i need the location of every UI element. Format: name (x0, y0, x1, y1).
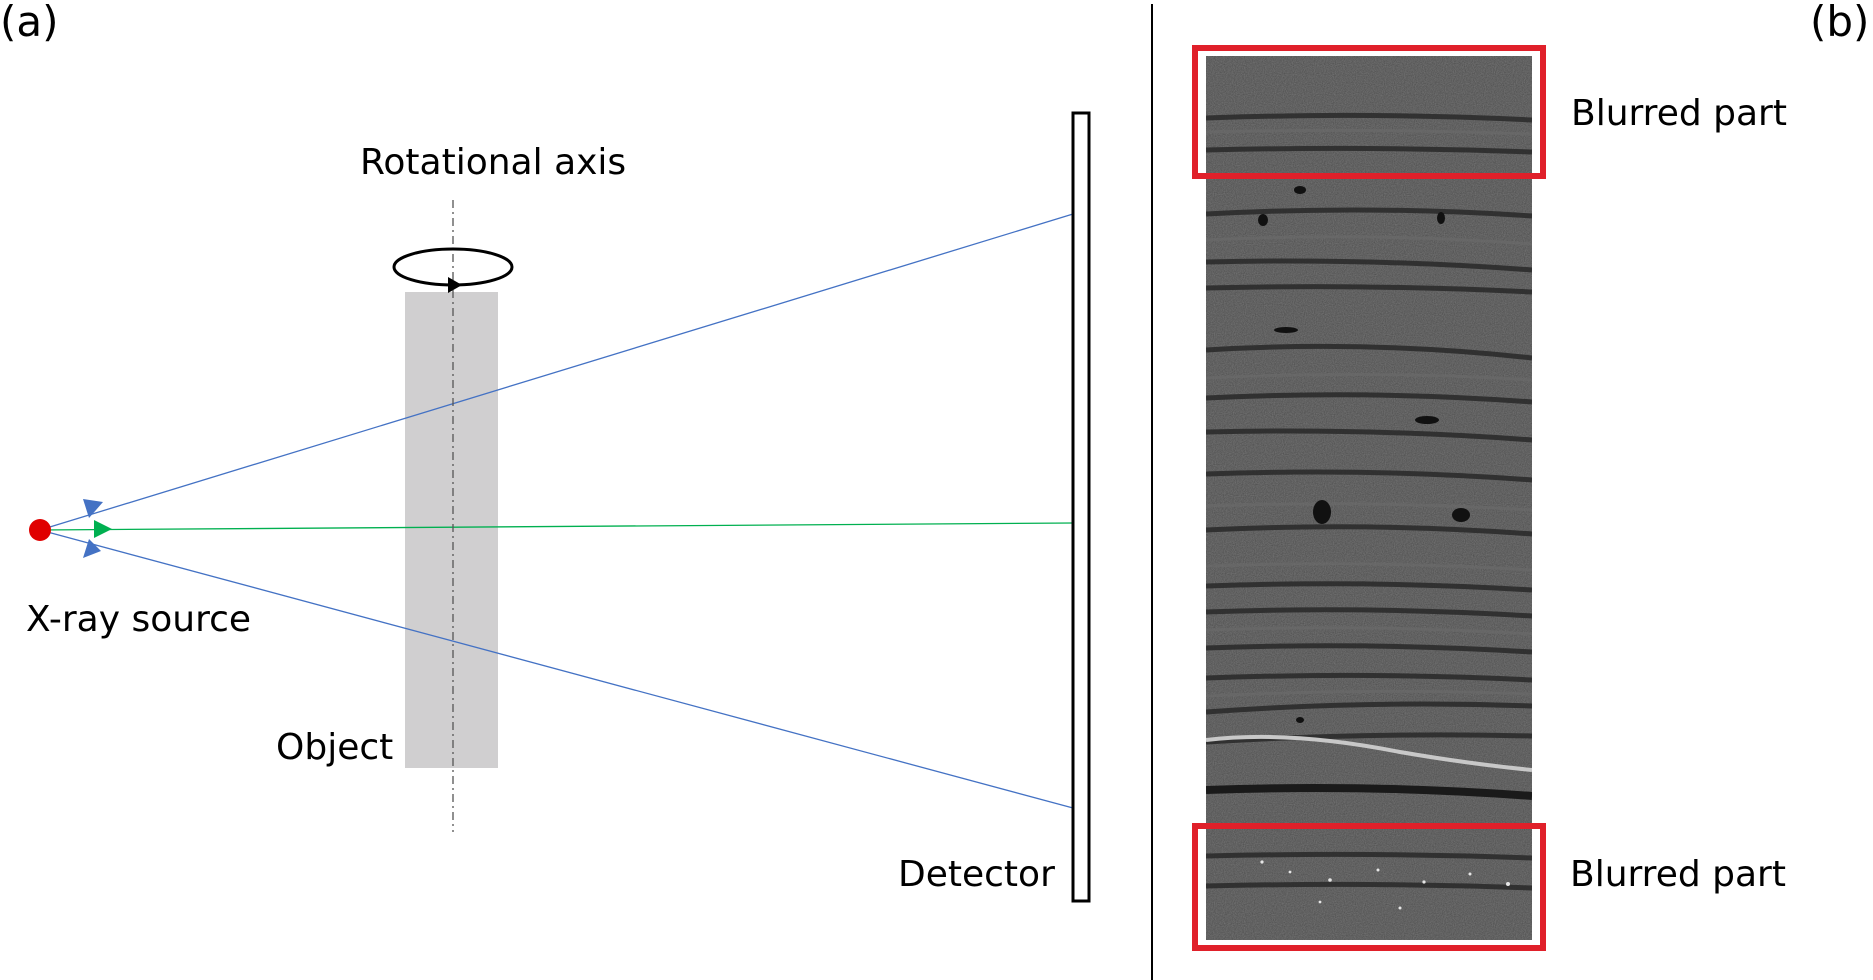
object-rect (405, 292, 498, 768)
ray-upper-arrowhead (83, 499, 103, 518)
x-ray-source-label: X-ray source (26, 599, 251, 640)
detector (1071, 111, 1091, 903)
object-label: Object (276, 727, 393, 768)
rotational-axis-label: Rotational axis (360, 142, 626, 183)
panel-b-label: (b) (1810, 0, 1869, 46)
ray-lower-arrowhead (83, 539, 101, 558)
ray-center-arrowhead (94, 520, 112, 538)
ray-upper (39, 213, 1074, 531)
panel-a-label: (a) (0, 0, 59, 46)
blurred-top-box (1192, 45, 1546, 179)
rotation-arrowhead (448, 277, 462, 293)
panel-b: (b) (1192, 0, 1869, 951)
blurred-bottom-box (1192, 823, 1546, 951)
detector-label: Detector (898, 854, 1055, 895)
panel-a: (a) Rotational axis X-ray source Object … (0, 0, 1091, 903)
sem-image (1206, 56, 1532, 940)
x-ray-source-dot (29, 519, 51, 541)
blurred-bottom-label: Blurred part (1570, 854, 1786, 895)
ray-lower (39, 529, 1074, 809)
ray-center (39, 522, 1074, 531)
blurred-top-label: Blurred part (1571, 93, 1787, 134)
